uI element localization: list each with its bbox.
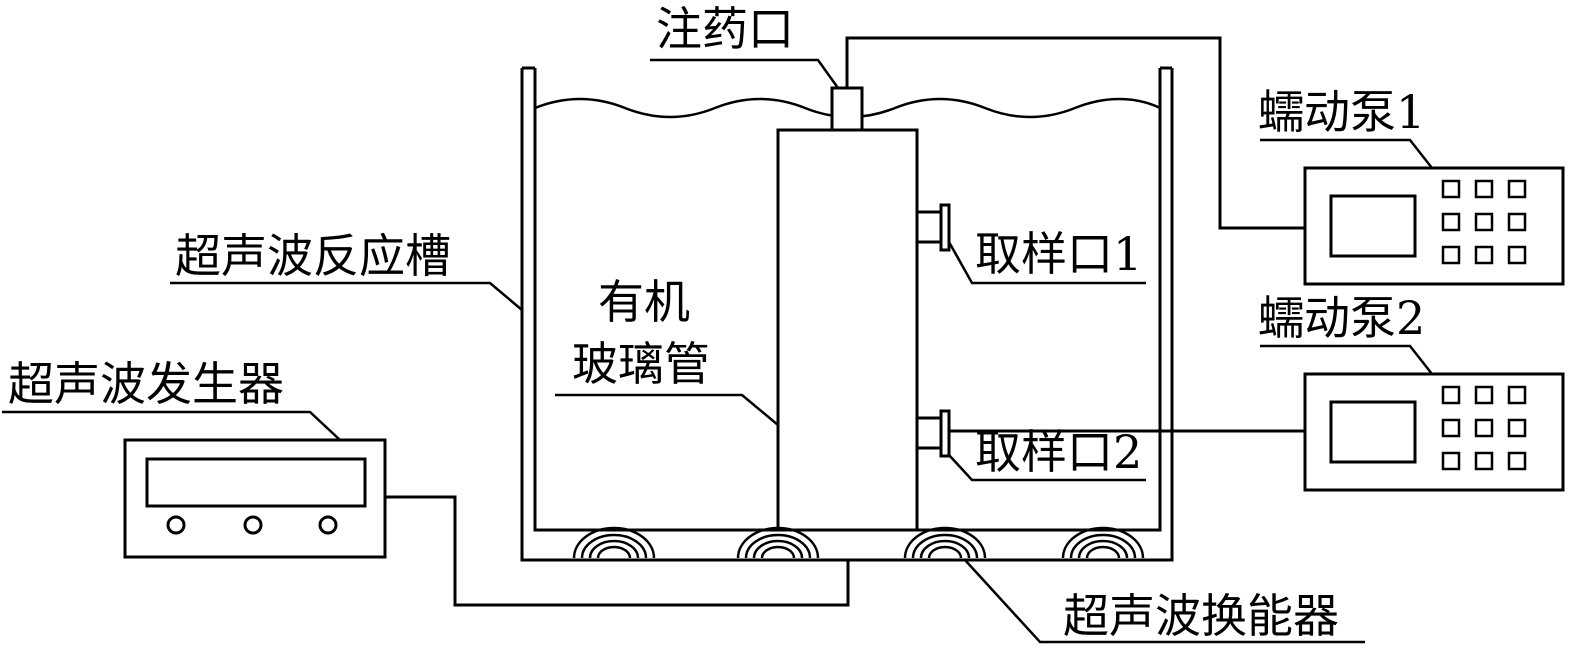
leader-lines [2, 58, 1433, 644]
pump1-label: 蠕动泵1 [1258, 85, 1425, 139]
injection-port-label: 注药口 [656, 2, 794, 56]
sampling-port-2-label: 取样口2 [975, 425, 1142, 479]
transducer-label: 超声波换能器 [1063, 589, 1339, 643]
generator-cable [385, 495, 850, 607]
transducer-3 [903, 526, 987, 559]
sampling-port-1-fitting [915, 203, 951, 252]
generator-knob [166, 515, 186, 535]
peristaltic-pump-1 [1303, 166, 1565, 286]
pump2-label: 蠕动泵2 [1258, 291, 1425, 345]
transducer-2 [736, 526, 820, 559]
peristaltic-pump-2 [1303, 372, 1565, 492]
generator-label: 超声波发生器 [8, 357, 284, 411]
reaction-tank-label: 超声波反应槽 [175, 229, 451, 283]
glass-tube-label-line1: 有机 [598, 275, 690, 329]
injection-port [830, 86, 864, 132]
pump1-injection-tubing [845, 36, 1305, 230]
sampling-port-2-fitting [915, 409, 951, 458]
generator-display [145, 457, 367, 508]
pump2-display [1329, 400, 1417, 464]
transducer-1 [572, 526, 656, 559]
ultrasonic-generator [123, 438, 387, 559]
pump1-display [1329, 194, 1417, 258]
organic-glass-tube [776, 128, 919, 532]
generator-knob [243, 515, 263, 535]
generator-knob [318, 515, 338, 535]
glass-tube-label-line2: 玻璃管 [572, 337, 710, 391]
sampling-port-1-label: 取样口1 [975, 227, 1142, 281]
transducer-4 [1061, 526, 1145, 559]
